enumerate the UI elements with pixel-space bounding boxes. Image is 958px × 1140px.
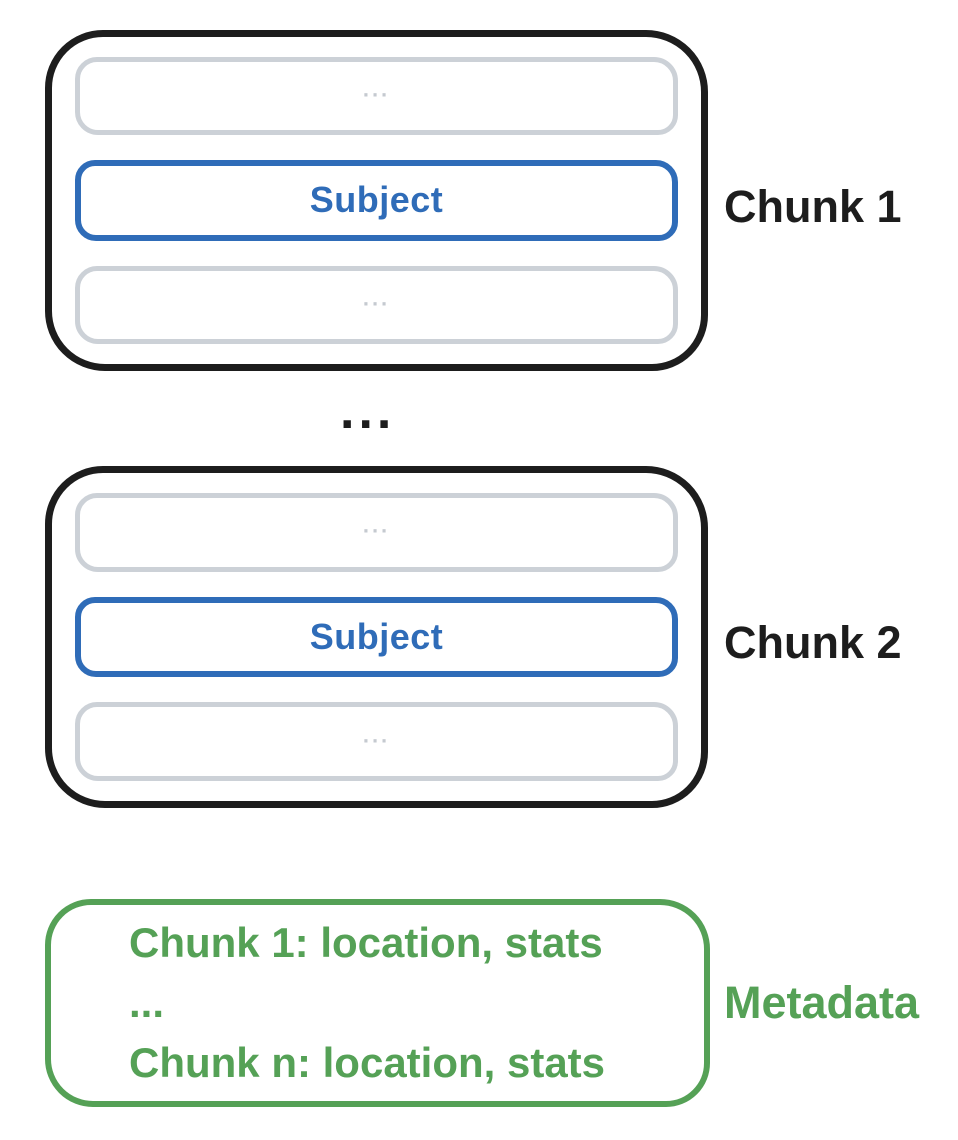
chunks-ellipsis-separator: ... xyxy=(340,382,396,440)
chunk-1-context-row-top: ... xyxy=(75,57,678,136)
metadata-label: Metadata xyxy=(724,977,920,1028)
ellipsis-text: ... xyxy=(362,722,391,748)
chunk-1-subject-row: Subject xyxy=(75,160,678,241)
metadata-box: Chunk 1: location, stats ... Chunk n: lo… xyxy=(45,899,710,1107)
chunk-2-context-row-bottom: ... xyxy=(75,702,678,782)
chunk-1-context-row-bottom: ... xyxy=(75,265,678,344)
subject-label: Subject xyxy=(309,179,444,221)
subject-label: Subject xyxy=(309,616,444,657)
ellipsis-text: ... xyxy=(362,512,391,538)
metadata-line-chunk-n: Chunk n: location, stats xyxy=(129,1038,606,1086)
chunk-2-subject-row: Subject xyxy=(75,596,678,678)
chunk-1-box: ... Subject ... xyxy=(45,30,708,371)
metadata-line-chunk-1: Chunk 1: location, stats xyxy=(129,919,603,967)
ellipsis-text: ... xyxy=(362,285,391,311)
chunk-2-context-row-top: ... xyxy=(75,493,678,572)
chunk-2-label: Chunk 2 xyxy=(724,617,902,668)
chunk-2-box: ... Subject ... xyxy=(45,466,708,808)
ellipsis-text: ... xyxy=(362,76,391,102)
metadata-line-ellipsis: ... xyxy=(129,979,165,1027)
chunk-1-label: Chunk 1 xyxy=(724,181,902,232)
